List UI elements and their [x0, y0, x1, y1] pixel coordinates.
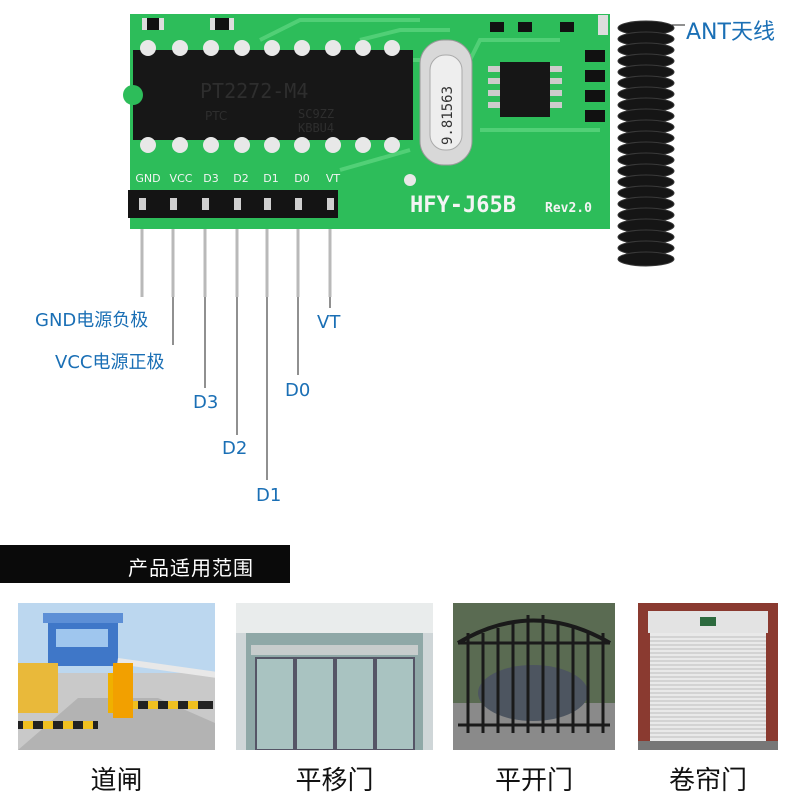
application-label-swing-gate: 平开门: [494, 766, 573, 796]
silk-d2: D2: [233, 172, 248, 185]
board-revision: Rev2.0: [545, 201, 592, 216]
section-header-bar: [0, 545, 290, 583]
board-model: HFY-J65B: [410, 193, 516, 218]
decoder-ic: PT2272-M4 PTC SC9ZZ KBBU4: [123, 50, 413, 140]
d1-label: D1: [256, 485, 282, 506]
silk-d1: D1: [263, 172, 278, 185]
swing-gate-image: [453, 603, 615, 750]
silk-pin-labels: GND VCC D3 D2 D1 D0 VT: [135, 172, 340, 185]
d2-label: D2: [222, 438, 248, 459]
application-label-barrier-gate: 道闸: [90, 766, 143, 796]
roller-shutter-image: [638, 603, 778, 750]
application-label-roller-shutter: 卷帘门: [668, 766, 747, 796]
antenna-coil-turn: [617, 251, 675, 267]
crystal-oscillator: 9.81563: [419, 39, 473, 166]
antenna-coil: [598, 15, 675, 267]
silk-d0: D0: [294, 172, 309, 185]
section-title: 产品适用范围: [128, 556, 254, 580]
application-label-sliding-door: 平移门: [295, 766, 374, 796]
vcc-label: VCC电源正极: [55, 352, 165, 373]
rf-receiver-module-diagram: PT2272-M4 PTC SC9ZZ KBBU4 9.81563 HFY-J6…: [123, 14, 685, 480]
silk-vcc: VCC: [170, 172, 193, 185]
silk-d3: D3: [203, 172, 218, 185]
ic-code-2: KBBU4: [298, 121, 334, 135]
ic-part-number: PT2272-M4: [200, 79, 308, 103]
d0-label: D0: [285, 380, 311, 401]
silk-vt: VT: [326, 172, 341, 185]
silk-gnd: GND: [135, 172, 160, 185]
gnd-label: GND电源负极: [35, 310, 149, 331]
ic-logo: PTC: [205, 109, 227, 123]
crystal-frequency: 9.81563: [440, 86, 456, 145]
barrier-gate-image: [18, 603, 215, 750]
vt-label: VT: [317, 312, 341, 333]
sliding-door-image: [236, 603, 433, 750]
ant-label: ANT天线: [686, 20, 775, 45]
ic-pins: [140, 40, 400, 153]
pcb-traces: [259, 18, 600, 172]
ic-code-1: SC9ZZ: [298, 107, 334, 121]
d3-label: D3: [193, 392, 219, 413]
pin-header: [128, 190, 338, 218]
